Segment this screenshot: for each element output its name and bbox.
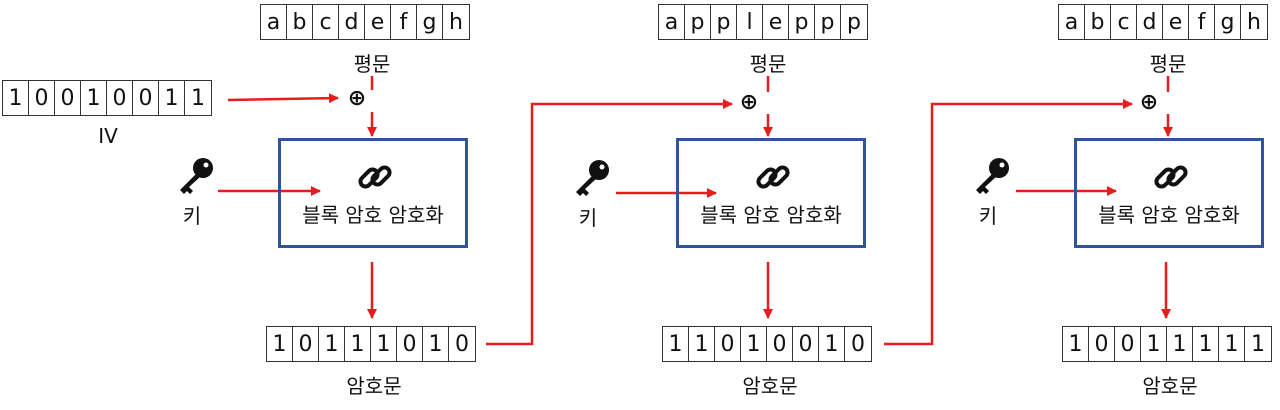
plaintext-label-2: 평문 [749,52,787,76]
chain-arrow-1 [486,99,733,346]
plaintext-char: c [313,5,339,39]
ciphertext-bit: 1 [741,327,767,361]
block-cipher-box-3: 블록 암호 암호화 [1074,138,1264,248]
xor-symbol-2: ⊕ [739,90,759,115]
plaintext-char: h [1247,9,1261,35]
block-cipher-label-3: 블록 암호 암호화 [1098,203,1240,227]
plaintext-char: g [1215,5,1241,39]
plaintext-cells-1: a b c d e f g h [260,4,470,40]
ciphertext-bit: 1 [819,327,845,361]
xor-symbol-3: ⊕ [1139,90,1159,115]
plaintext-char: b [1085,5,1111,39]
block-cipher-box-2: 블록 암호 암호화 [676,138,866,248]
ciphertext-bit: 1 [267,327,293,361]
ciphertext-bit: 0 [293,327,319,361]
plaintext-char: p [847,9,861,35]
ciphertext-bit: 0 [715,327,741,361]
plaintext-char: e [763,5,789,39]
plaintext-char: p [815,5,841,39]
iv-bit: 0 [107,81,133,115]
block-cipher-box-1: 블록 암호 암호화 [278,138,468,248]
iv-bit: 1 [81,81,107,115]
iv-bit: 0 [29,81,55,115]
iv-bit: 0 [55,81,81,115]
iv-bit: 1 [3,81,29,115]
ciphertext-bit: 0 [1115,327,1141,361]
link-icon [756,165,790,189]
plaintext-char: g [417,5,443,39]
key-icon [976,158,1009,194]
ciphertext-bit: 0 [397,327,423,361]
plaintext-label-3: 평문 [1149,52,1187,76]
ciphertext-label-2: 암호문 [742,374,798,398]
key-label-2: 키 [578,206,598,230]
plaintext-char: d [339,5,365,39]
iv-to-xor-arrow [227,93,339,104]
block-cipher-label-2: 블록 암호 암호화 [700,203,842,227]
ciphertext-bit: 1 [663,327,689,361]
ciphertext-cells-1: 1 0 1 1 1 0 1 0 [266,326,476,362]
ciphertext-bit: 1 [423,327,449,361]
iv-label: IV [98,124,118,148]
plaintext-char: e [365,5,391,39]
ciphertext-bit: 1 [1063,327,1089,361]
chain-arrow-2 [884,99,1133,346]
plaintext-char: a [659,5,685,39]
plaintext-char: p [685,5,711,39]
plaintext-char: f [1189,5,1215,39]
plaintext-char: l [737,5,763,39]
key-label-1: 키 [182,204,202,228]
key-label-3: 키 [978,204,998,228]
plaintext-char: a [1059,5,1085,39]
block-cipher-label-1: 블록 암호 암호화 [302,203,444,227]
plaintext-char: p [711,5,737,39]
plaintext-char: d [1137,5,1163,39]
ciphertext-bit: 1 [319,327,345,361]
iv-bits: 1 0 0 1 0 0 1 1 [2,80,212,116]
plaintext-char: p [789,5,815,39]
plaintext-char: b [287,5,313,39]
key-icon [180,158,213,194]
plaintext-char: h [449,9,463,35]
key-icon [576,160,609,196]
ciphertext-bit: 0 [851,331,865,357]
ciphertext-bit: 1 [1141,327,1167,361]
ciphertext-bit: 0 [767,327,793,361]
ciphertext-bit: 1 [345,327,371,361]
ciphertext-bit: 0 [455,331,469,357]
ciphertext-bit: 1 [1193,327,1219,361]
plaintext-char: f [391,5,417,39]
link-icon [358,165,392,189]
ciphertext-bit: 1 [1167,327,1193,361]
ciphertext-label-3: 암호문 [1142,374,1198,398]
plaintext-label-1: 평문 [353,52,391,76]
ciphertext-label-1: 암호문 [346,374,402,398]
plaintext-cells-3: a b c d e f g h [1058,4,1268,40]
ciphertext-bit: 1 [371,327,397,361]
ciphertext-bit: 0 [793,327,819,361]
ciphertext-bit: 1 [689,327,715,361]
plaintext-char: c [1111,5,1137,39]
plaintext-cells-2: a p p l e p p p [658,4,868,40]
plaintext-char: a [261,5,287,39]
ciphertext-bit: 0 [1089,327,1115,361]
ciphertext-bit: 1 [1219,327,1245,361]
xor-symbol-1: ⊕ [347,86,367,111]
iv-bit: 0 [133,81,159,115]
link-icon [1154,165,1188,189]
iv-bit: 1 [159,81,185,115]
ciphertext-cells-2: 1 1 0 1 0 0 1 0 [662,326,872,362]
ciphertext-cells-3: 1 0 0 1 1 1 1 1 [1062,326,1272,362]
plaintext-char: e [1163,5,1189,39]
iv-bit: 1 [191,85,205,111]
ciphertext-bit: 1 [1251,331,1265,357]
